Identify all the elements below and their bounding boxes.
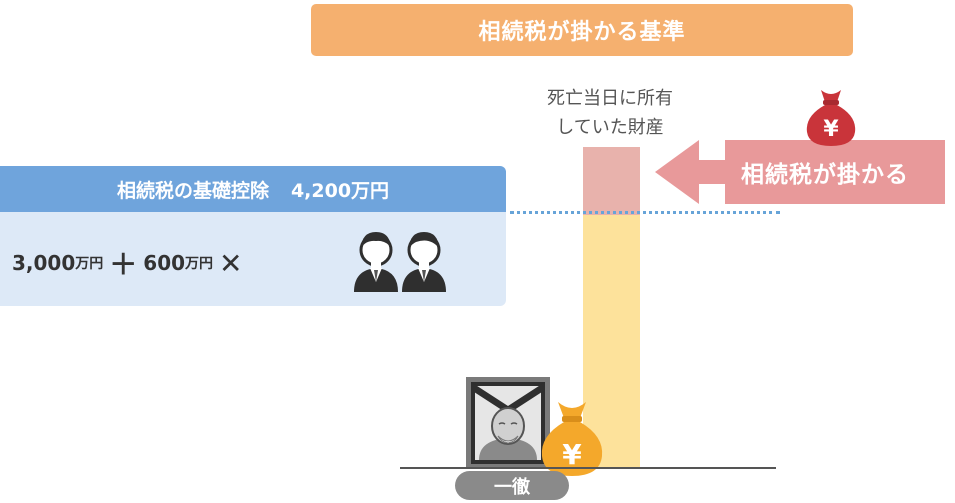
assets-caption-line1: 死亡当日に所有 [547, 88, 673, 109]
assets-bar-exempt-portion [583, 215, 640, 468]
deduction-formula: 3,000 万円 ＋ 600 万円 ✕ [12, 244, 249, 282]
basic-deduction-amount: 4,200万円 [290, 179, 390, 202]
money-bag-icon: ¥ [541, 402, 603, 476]
times-sign: ✕ [219, 246, 243, 280]
red-money-bag-icon: ¥ [806, 90, 856, 146]
formula-base-unit: 万円 [75, 256, 104, 272]
heir-person-icon [402, 232, 446, 292]
tax-applies-arrow [655, 140, 945, 204]
heir-person-icon [354, 232, 398, 292]
tax-applies-label: 相続税が掛かる [741, 162, 909, 188]
deceased-name: 一徹 [494, 476, 530, 498]
plus-sign: ＋ [109, 248, 138, 281]
assets-bar-taxed-portion [583, 147, 640, 215]
formula-per-heir-number: 600 [143, 251, 186, 275]
heirs-icon [354, 232, 446, 292]
deduction-threshold-line [510, 211, 780, 214]
basic-deduction-title: 相続税の基礎控除 [116, 179, 269, 202]
assets-caption: 死亡当日に所有 していた財産 [500, 84, 720, 142]
basic-deduction-header: 相続税の基礎控除 4,200万円 [0, 166, 506, 212]
money-bag-yen-symbol: ¥ [562, 438, 582, 471]
deceased-portrait-icon [466, 377, 550, 469]
ground-line [400, 467, 776, 469]
formula-base-number: 3,000 [12, 251, 76, 275]
deceased-name-badge: 一徹 [455, 471, 569, 500]
criteria-banner: 相続税が掛かる基準 [311, 4, 853, 56]
criteria-banner-title: 相続税が掛かる基準 [478, 20, 686, 45]
formula-per-heir-unit: 万円 [185, 256, 214, 272]
red-bag-yen-symbol: ¥ [823, 117, 839, 142]
assets-caption-line2: していた財産 [556, 117, 664, 138]
